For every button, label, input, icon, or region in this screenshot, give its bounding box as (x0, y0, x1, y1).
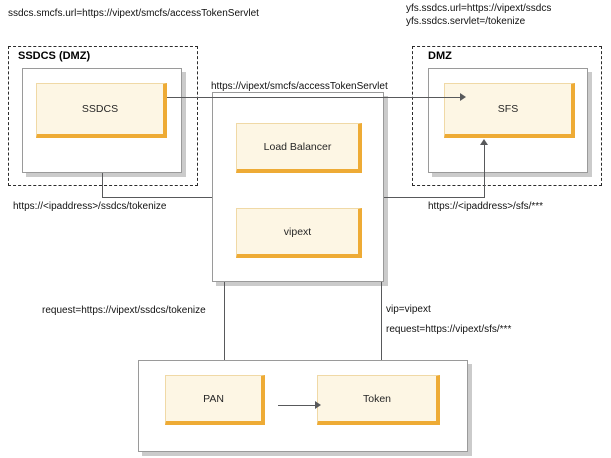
zone-ssdcs-dmz (8, 46, 198, 186)
annotation-top-right-line2: yfs.ssdcs.servlet=/tokenize (406, 16, 526, 27)
label-right-bottom-line1: vip=vipext (386, 304, 431, 315)
connector-vip-down-left (224, 282, 225, 360)
connector-ssdcs-down (102, 173, 103, 198)
node-load-balancer[interactable]: Load Balancer (236, 123, 362, 173)
connector-vip-to-sfs (384, 197, 484, 198)
annotation-top-left: ssdcs.smcfs.url=https://vipext/smcfs/acc… (8, 8, 259, 19)
connector-ssdcs-to-vip (102, 197, 212, 198)
label-left-bottom: request=https://vipext/ssdcs/tokenize (42, 305, 206, 316)
arrowhead-vip-to-sfs (480, 139, 488, 145)
node-ssdcs[interactable]: SSDCS (36, 83, 167, 138)
node-pan[interactable]: PAN (165, 375, 265, 425)
label-right-bottom-line2: request=https://vipext/sfs/*** (386, 324, 512, 335)
node-pan-label: PAN (203, 392, 224, 405)
zone-dmz (412, 46, 602, 186)
arrowhead-ssdcs-to-sfs (460, 93, 466, 101)
zone-ssdcs-dmz-title: SSDCS (DMZ) (18, 50, 91, 62)
connector-pan-to-token (278, 405, 318, 406)
node-ssdcs-label: SSDCS (81, 103, 119, 115)
zone-dmz-title: DMZ (428, 50, 452, 62)
label-ssdcs-to-sfs: https://vipext/smcfs/accessTokenServlet (211, 81, 388, 92)
node-vipext-label: vipext (283, 225, 312, 238)
node-vipext[interactable]: vipext (236, 208, 362, 258)
label-right-mid: https://<ipaddress>/sfs/*** (428, 201, 544, 212)
connector-sfs-up (484, 143, 485, 198)
connector-ssdcs-to-sfs (167, 97, 463, 98)
node-load-balancer-label: Load Balancer (263, 140, 332, 153)
connector-vip-down-right (381, 282, 382, 360)
node-sfs-label: SFS (497, 103, 519, 115)
annotation-top-right-line1: yfs.ssdcs.url=https://vipext/ssdcs (406, 3, 552, 14)
node-token[interactable]: Token (317, 375, 440, 425)
arrowhead-pan-to-token (315, 401, 321, 409)
label-left-mid: https://<ipaddress>/ssdcs/tokenize (13, 201, 167, 212)
node-token-label: Token (362, 392, 392, 405)
node-sfs[interactable]: SFS (444, 83, 575, 138)
